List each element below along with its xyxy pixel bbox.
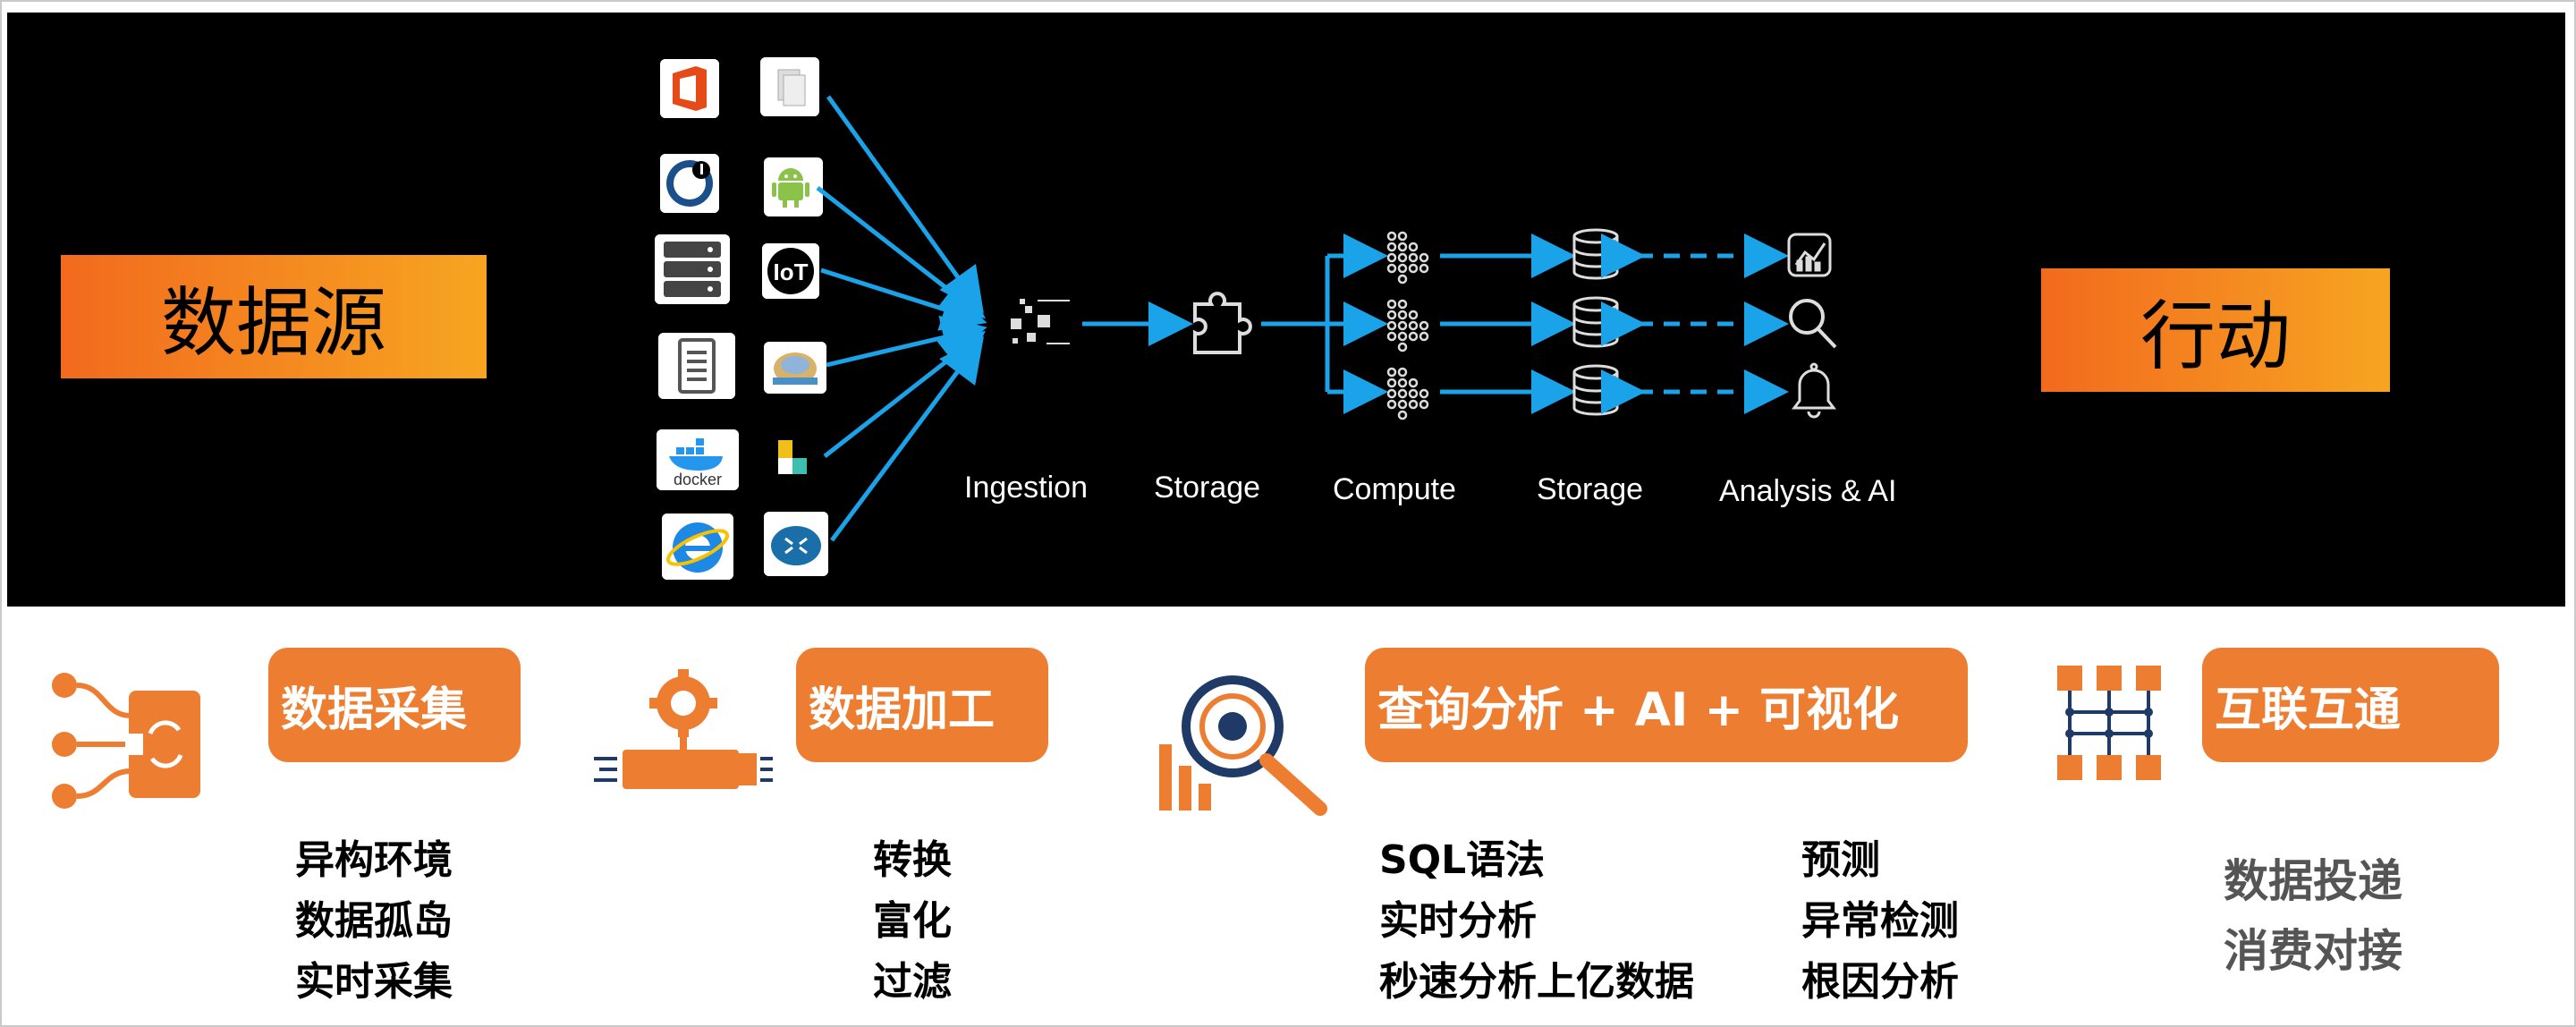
list-item: 转换	[873, 837, 952, 883]
list-item: 实时分析	[1379, 898, 1537, 944]
iot-icon: IoT	[762, 243, 819, 299]
list-item: 异常检测	[1801, 898, 1959, 944]
list-item: 数据孤岛	[295, 898, 453, 944]
speedometer-icon	[660, 154, 719, 213]
capability-title-data-processing: 数据加工	[796, 648, 1048, 762]
list-item: 秒速分析上亿数据	[1379, 959, 1694, 1005]
capability-items-analysis-right: 预测 异常检测 根因分析	[1801, 830, 1959, 1013]
office-icon	[660, 59, 719, 118]
server-icon	[655, 234, 730, 304]
list-item: 根因分析	[1801, 959, 1959, 1005]
capability-title-data-collection: 数据采集	[268, 648, 521, 762]
list-item: 消费对接	[2224, 925, 2402, 977]
capability-items-analysis-left: SQL语法 实时分析 秒速分析上亿数据	[1379, 830, 1694, 1013]
document-icon	[760, 57, 819, 116]
capability-title-query-analysis: 查询分析 + AI + 可视化	[1365, 648, 1968, 762]
compute-cluster-icons	[1386, 231, 1429, 420]
database-tool-icon	[764, 342, 826, 394]
stage-label-storage-2: Storage	[1537, 472, 1644, 506]
capability-items-collection: 异构环境 数据孤岛 实时采集	[295, 830, 453, 1013]
list-item: 富化	[873, 898, 952, 944]
action-label: 行动	[2140, 292, 2291, 380]
stage-label-ingestion: Ingestion	[964, 471, 1088, 505]
iot-text: IoT	[774, 259, 809, 285]
list-item: 预测	[1801, 837, 1880, 883]
stage-label-analysis-ai: Analysis & AI	[1719, 474, 1897, 508]
docker-text: docker	[674, 471, 722, 488]
pipeline-gear-icon	[594, 669, 773, 789]
elastic-icon	[771, 435, 816, 481]
network-grid-icon	[2057, 666, 2161, 780]
magnifier-chart-icon	[1159, 675, 1327, 816]
search-icon	[1789, 299, 1837, 349]
list-item: 数据投递	[2224, 855, 2402, 907]
list-item: 异构环境	[295, 837, 453, 883]
list-item: SQL语法	[1379, 837, 1546, 883]
capability-items-processing: 转换 富化 过滤	[873, 830, 952, 1013]
dashboard-chart-icon	[1787, 233, 1832, 277]
stage-label-storage: Storage	[1154, 471, 1261, 505]
data-source-box: 数据源	[61, 255, 487, 378]
file-server-icon	[658, 333, 735, 399]
collector-icon	[52, 673, 200, 809]
stage-label-compute: Compute	[1333, 472, 1456, 506]
action-box: 行动	[2041, 268, 2390, 392]
capability-title-interconnect: 互联互通	[2202, 648, 2499, 762]
alarm-bell-icon	[1792, 362, 1836, 419]
source-arrows	[816, 95, 987, 542]
ie-browser-icon	[662, 514, 733, 580]
docker-icon: docker	[657, 429, 739, 490]
list-item: 过滤	[873, 959, 952, 1005]
data-source-label: 数据源	[160, 278, 386, 367]
ingestion-icon	[1011, 299, 1070, 344]
storage-puzzle-icon	[1193, 292, 1252, 354]
capability-items-interconnect: 数据投递 消费对接	[2224, 846, 2402, 986]
list-item: 实时采集	[295, 959, 453, 1005]
android-icon	[764, 157, 823, 216]
router-icon	[764, 512, 828, 576]
storage-database-icons	[1572, 228, 1619, 416]
